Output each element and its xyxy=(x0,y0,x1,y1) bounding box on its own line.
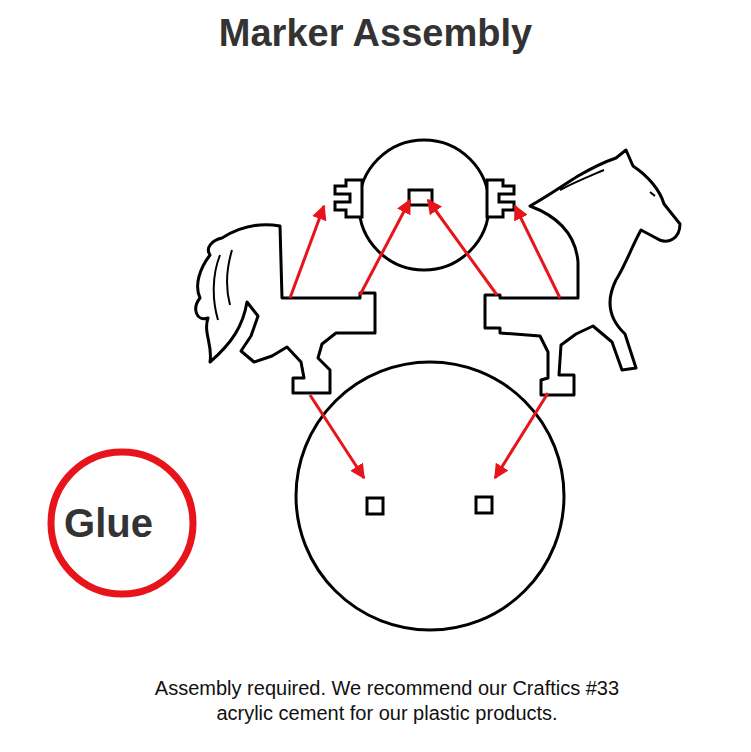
glue-badge: Glue xyxy=(47,448,197,598)
assembly-arrow xyxy=(495,393,548,478)
badge-label: Glue xyxy=(64,501,153,546)
diagram-title: Marker Assembly xyxy=(0,12,751,55)
assembly-arrow xyxy=(360,200,410,295)
caption-text: Assembly required. We recommend our Craf… xyxy=(127,676,647,726)
assembly-arrow xyxy=(290,206,324,298)
horse-rear-piece xyxy=(196,225,375,393)
base-slot xyxy=(476,497,492,513)
right-notch-tab xyxy=(487,180,514,217)
base-slot xyxy=(367,498,383,514)
horse-mane-lines xyxy=(560,170,655,196)
assembly-arrows xyxy=(290,200,560,478)
left-notch-tab xyxy=(335,180,362,217)
horse-front-piece xyxy=(485,150,680,395)
assembly-arrow xyxy=(428,200,497,295)
assembly-arrow xyxy=(515,206,560,298)
base-disc-outline xyxy=(296,362,564,630)
top-disc-outline xyxy=(359,140,489,270)
badge-ring-outline xyxy=(51,452,193,594)
assembly-arrow xyxy=(310,395,364,478)
top-disc xyxy=(335,140,514,270)
base-disc xyxy=(296,362,564,630)
horse-tail-lines xyxy=(214,250,232,320)
